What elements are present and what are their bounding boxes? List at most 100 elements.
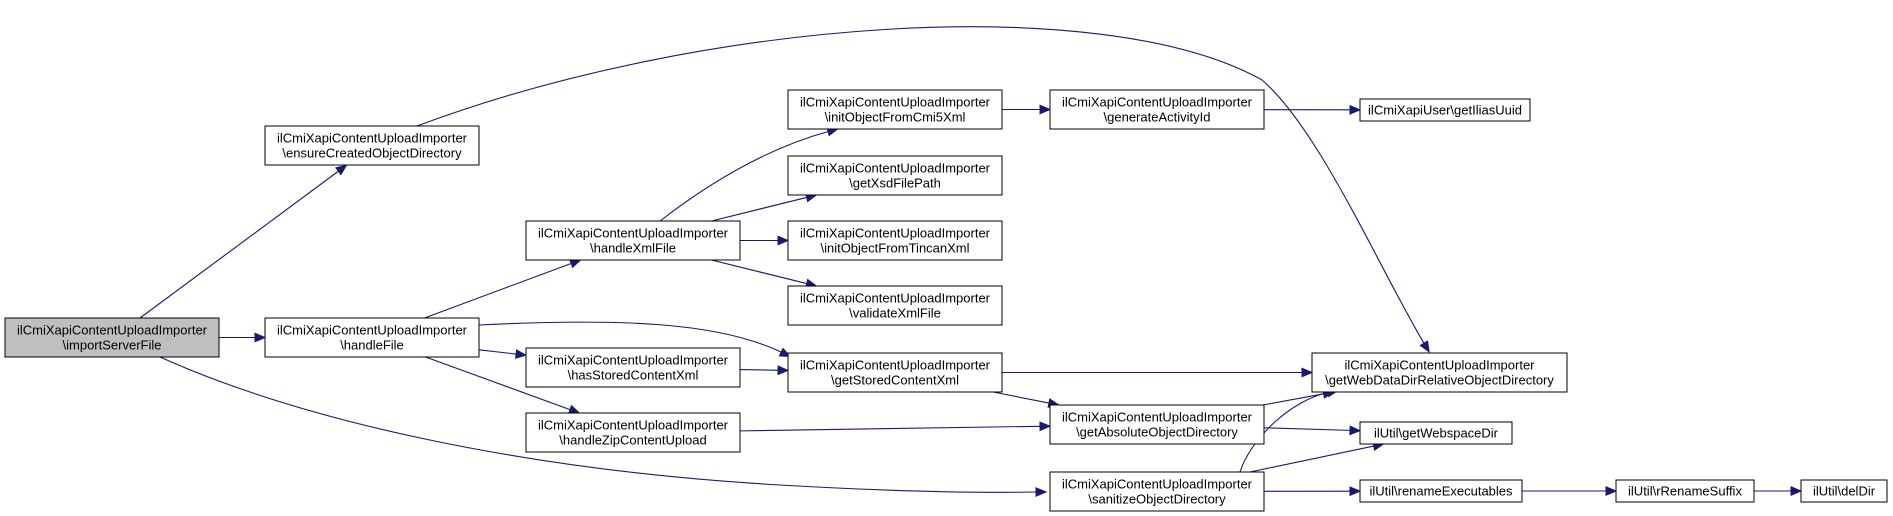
edge-getStoredContentXml-to-getAbsoluteObjectDirectory: [993, 391, 1061, 408]
node-sanitizeObjectDirectory[interactable]: ilCmiXapiContentUploadImporter\sanitizeO…: [1049, 471, 1265, 512]
node-getStoredContentXml[interactable]: ilCmiXapiContentUploadImporter\getStored…: [787, 352, 1003, 393]
edge-importServerFile-to-handleFile: [219, 332, 267, 343]
node-generateActivityId[interactable]: ilCmiXapiContentUploadImporter\generateA…: [1049, 89, 1265, 130]
node-class-label: ilCmiXapiContentUploadImporter: [800, 226, 991, 241]
edge-handleXmlFile-to-initObjectFromTincanXml: [740, 235, 790, 246]
node-initObjectFromCmi5Xml[interactable]: ilCmiXapiContentUploadImporter\initObjec…: [787, 89, 1003, 130]
node-box: [1359, 479, 1523, 503]
edge-sanitizeObjectDirectory-to-getWebspaceDir: [1249, 441, 1385, 473]
node-method-label: \sanitizeObjectDirectory: [1088, 492, 1226, 507]
node-box: [787, 285, 1003, 326]
edge-line: [478, 349, 517, 355]
edge-line: [1262, 393, 1324, 406]
edge-arrowhead: [568, 259, 582, 269]
edge-handleZipContentUpload-to-getAbsoluteObjectDirectory: [739, 421, 1052, 432]
node-box: [1359, 98, 1531, 122]
node-class-label: ilCmiXapiContentUploadImporter: [800, 95, 991, 110]
edge-arrowhead: [1349, 425, 1362, 436]
node-method-label: \initObjectFromTincanXml: [820, 241, 969, 256]
node-box: [787, 89, 1003, 130]
edge-arrowhead: [1035, 487, 1048, 497]
edge-initObjectFromCmi5Xml-to-generateActivityId: [1002, 104, 1052, 115]
edge-arrowhead: [778, 347, 792, 358]
edge-sanitizeObjectDirectory-to-renameExecutables: [1263, 486, 1362, 497]
node-class-label: ilCmiXapiContentUploadImporter: [800, 358, 991, 373]
edge-line: [1263, 427, 1351, 431]
edge-line: [739, 425, 1041, 432]
node-method-label: \ensureCreatedObjectDirectory: [282, 146, 462, 161]
node-class-label: ilCmiXapiContentUploadImporter: [17, 323, 208, 338]
node-class-label: ilCmiXapiContentUploadImporter: [277, 131, 468, 146]
node-class-label: ilCmiXapiUser\getIliasUuid: [1368, 103, 1522, 118]
node-importServerFile[interactable]: ilCmiXapiContentUploadImporter\importSer…: [4, 317, 220, 358]
edge-rRenameSuffix-to-delDir: [1754, 486, 1803, 496]
edge-line: [711, 196, 807, 222]
edge-arrowhead: [1605, 486, 1618, 496]
edge-renameExecutables-to-rRenameSuffix: [1522, 486, 1618, 496]
node-class-label: ilCmiXapiContentUploadImporter: [277, 323, 468, 338]
edge-arrowhead: [777, 235, 790, 246]
node-class-label: ilUtil\rRenameSuffix: [1628, 484, 1742, 499]
node-class-label: ilCmiXapiContentUploadImporter: [1344, 358, 1535, 373]
node-handleFile[interactable]: ilCmiXapiContentUploadImporter\handleFil…: [264, 317, 480, 358]
edge-arrowhead: [567, 404, 581, 415]
node-renameExecutables[interactable]: ilUtil\renameExecutables: [1359, 479, 1523, 503]
edge-importServerFile-to-sanitizeObjectDirectory: [159, 356, 1048, 497]
node-hasStoredContentXml[interactable]: ilCmiXapiContentUploadImporter\hasStored…: [525, 347, 741, 388]
node-delDir[interactable]: ilUtil\delDir: [1800, 479, 1888, 503]
edge-arrowhead: [1301, 367, 1314, 378]
node-handleXmlFile[interactable]: ilCmiXapiContentUploadImporter\handleXml…: [525, 220, 741, 261]
edge-arrowhead: [1349, 104, 1362, 115]
node-method-label: \getAbsoluteObjectDirectory: [1076, 425, 1238, 440]
node-rRenameSuffix[interactable]: ilUtil\rRenameSuffix: [1615, 479, 1755, 503]
edge-line: [159, 356, 1039, 493]
node-class-label: ilUtil\getWebspaceDir: [1374, 426, 1499, 441]
node-class-label: ilCmiXapiContentUploadImporter: [800, 291, 991, 306]
edge-line: [139, 169, 341, 319]
node-ensureCreatedObjectDirectory[interactable]: ilCmiXapiContentUploadImporter\ensureCre…: [264, 125, 480, 166]
node-class-label: ilCmiXapiContentUploadImporter: [1062, 477, 1253, 492]
node-getWebDataDirRelativeObjectDirectory[interactable]: ilCmiXapiContentUploadImporter\getWebDat…: [1311, 352, 1568, 393]
node-initObjectFromTincanXml[interactable]: ilCmiXapiContentUploadImporter\initObjec…: [787, 220, 1003, 261]
node-class-label: ilCmiXapiContentUploadImporter: [538, 226, 729, 241]
node-method-label: \validateXmlFile: [849, 306, 941, 321]
node-method-label: \initObjectFromCmi5Xml: [825, 110, 966, 125]
node-getIliasUuid[interactable]: ilCmiXapiUser\getIliasUuid: [1359, 98, 1531, 122]
node-validateXmlFile[interactable]: ilCmiXapiContentUploadImporter\validateX…: [787, 285, 1003, 326]
edge-hasStoredContentXml-to-getStoredContentXml: [739, 365, 790, 376]
node-class-label: ilCmiXapiContentUploadImporter: [1062, 410, 1253, 425]
edge-getAbsoluteObjectDirectory-to-getWebspaceDir: [1263, 425, 1362, 436]
node-method-label: \handleFile: [340, 338, 404, 353]
edge-line: [1239, 391, 1331, 473]
edge-line: [739, 368, 779, 371]
node-class-label: ilCmiXapiContentUploadImporter: [538, 353, 729, 368]
edge-getStoredContentXml-to-getWebDataDirRelativeObjectDirectory: [1002, 367, 1314, 378]
node-class-label: ilCmiXapiContentUploadImporter: [800, 161, 991, 176]
node-class-label: ilCmiXapiContentUploadImporter: [538, 418, 729, 433]
node-box: [525, 347, 741, 388]
node-box: [1311, 352, 1568, 393]
edge-handleXmlFile-to-validateXmlFile: [711, 259, 818, 289]
node-box: [1049, 471, 1265, 512]
edge-arrowhead: [515, 349, 528, 359]
node-getXsdFilePath[interactable]: ilCmiXapiContentUploadImporter\getXsdFil…: [787, 155, 1003, 196]
node-box: [1049, 89, 1265, 130]
node-handleZipContentUpload[interactable]: ilCmiXapiContentUploadImporter\handleZip…: [525, 412, 741, 453]
node-box: [1615, 479, 1755, 503]
edge-line: [993, 391, 1050, 404]
edge-line: [416, 26, 1426, 346]
edge-handleXmlFile-to-getXsdFilePath: [711, 192, 818, 222]
node-box: [525, 412, 741, 453]
node-box: [787, 352, 1003, 393]
edge-arrowhead: [254, 332, 267, 343]
node-getWebspaceDir[interactable]: ilUtil\getWebspaceDir: [1359, 421, 1513, 445]
node-box: [787, 155, 1003, 196]
edge-handleFile-to-getStoredContentXml: [478, 321, 792, 358]
node-getAbsoluteObjectDirectory[interactable]: ilCmiXapiContentUploadImporter\getAbsolu…: [1049, 404, 1265, 445]
edge-line: [478, 321, 784, 354]
node-method-label: \generateActivityId: [1104, 110, 1211, 125]
node-box: [4, 317, 220, 358]
node-method-label: \getWebDataDirRelativeObjectDirectory: [1325, 373, 1554, 388]
node-class-label: ilUtil\delDir: [1813, 484, 1876, 499]
